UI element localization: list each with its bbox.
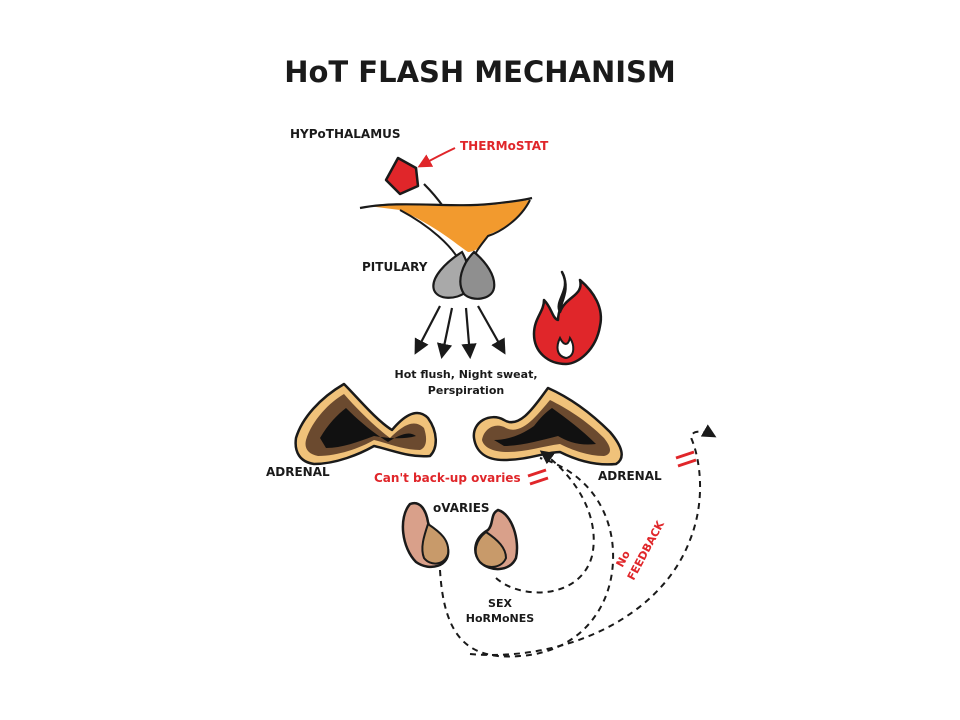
symptoms-line-2: Perspiration	[428, 384, 504, 397]
sex-hormones-line-2: HoRMoNES	[466, 612, 534, 625]
symptom-arrow-1	[414, 305, 441, 355]
feedback-loop-outer	[469, 424, 717, 656]
ovary-right	[474, 508, 519, 571]
cant-backup-label: Can't back-up ovaries	[374, 471, 521, 485]
symptom-arrow-4	[477, 305, 506, 355]
adrenal-gland-right	[472, 386, 623, 466]
pituitary-lobe-right	[459, 250, 496, 300]
feedback-block-marks-left	[527, 468, 549, 486]
feedback-loop-middle	[439, 457, 615, 658]
hypothalamus-label: HYPoTHALAMUS	[290, 127, 401, 141]
adrenal-gland-left	[294, 382, 437, 466]
no-feedback-line-2: FEEDBACK	[625, 518, 667, 582]
thermostat-label: THERMoSTAT	[460, 139, 549, 153]
thermostat-arrow	[417, 147, 456, 168]
adrenal-label-right: ADRENAL	[598, 469, 662, 483]
ovaries-label: oVARIES	[433, 501, 490, 515]
feedback-loop-inner	[495, 450, 595, 594]
symptoms-line-1: Hot flush, Night sweat,	[394, 368, 537, 381]
thermostat-shape	[384, 156, 420, 196]
sex-hormones-line-1: SEX	[488, 597, 512, 610]
pituitary-label: PITULARY	[362, 260, 428, 274]
flame-icon	[532, 270, 603, 366]
diagram-title: HoT FLASH MECHANISM	[284, 55, 676, 89]
hypothalamus-region	[368, 200, 530, 252]
feedback-block-marks-right	[675, 450, 697, 468]
hypothalamus-outline	[359, 196, 533, 210]
symptom-arrow-2	[436, 307, 454, 360]
adrenal-label-left: ADRENAL	[266, 465, 330, 479]
symptom-arrow-3	[461, 307, 477, 360]
ovary-left	[401, 501, 450, 569]
